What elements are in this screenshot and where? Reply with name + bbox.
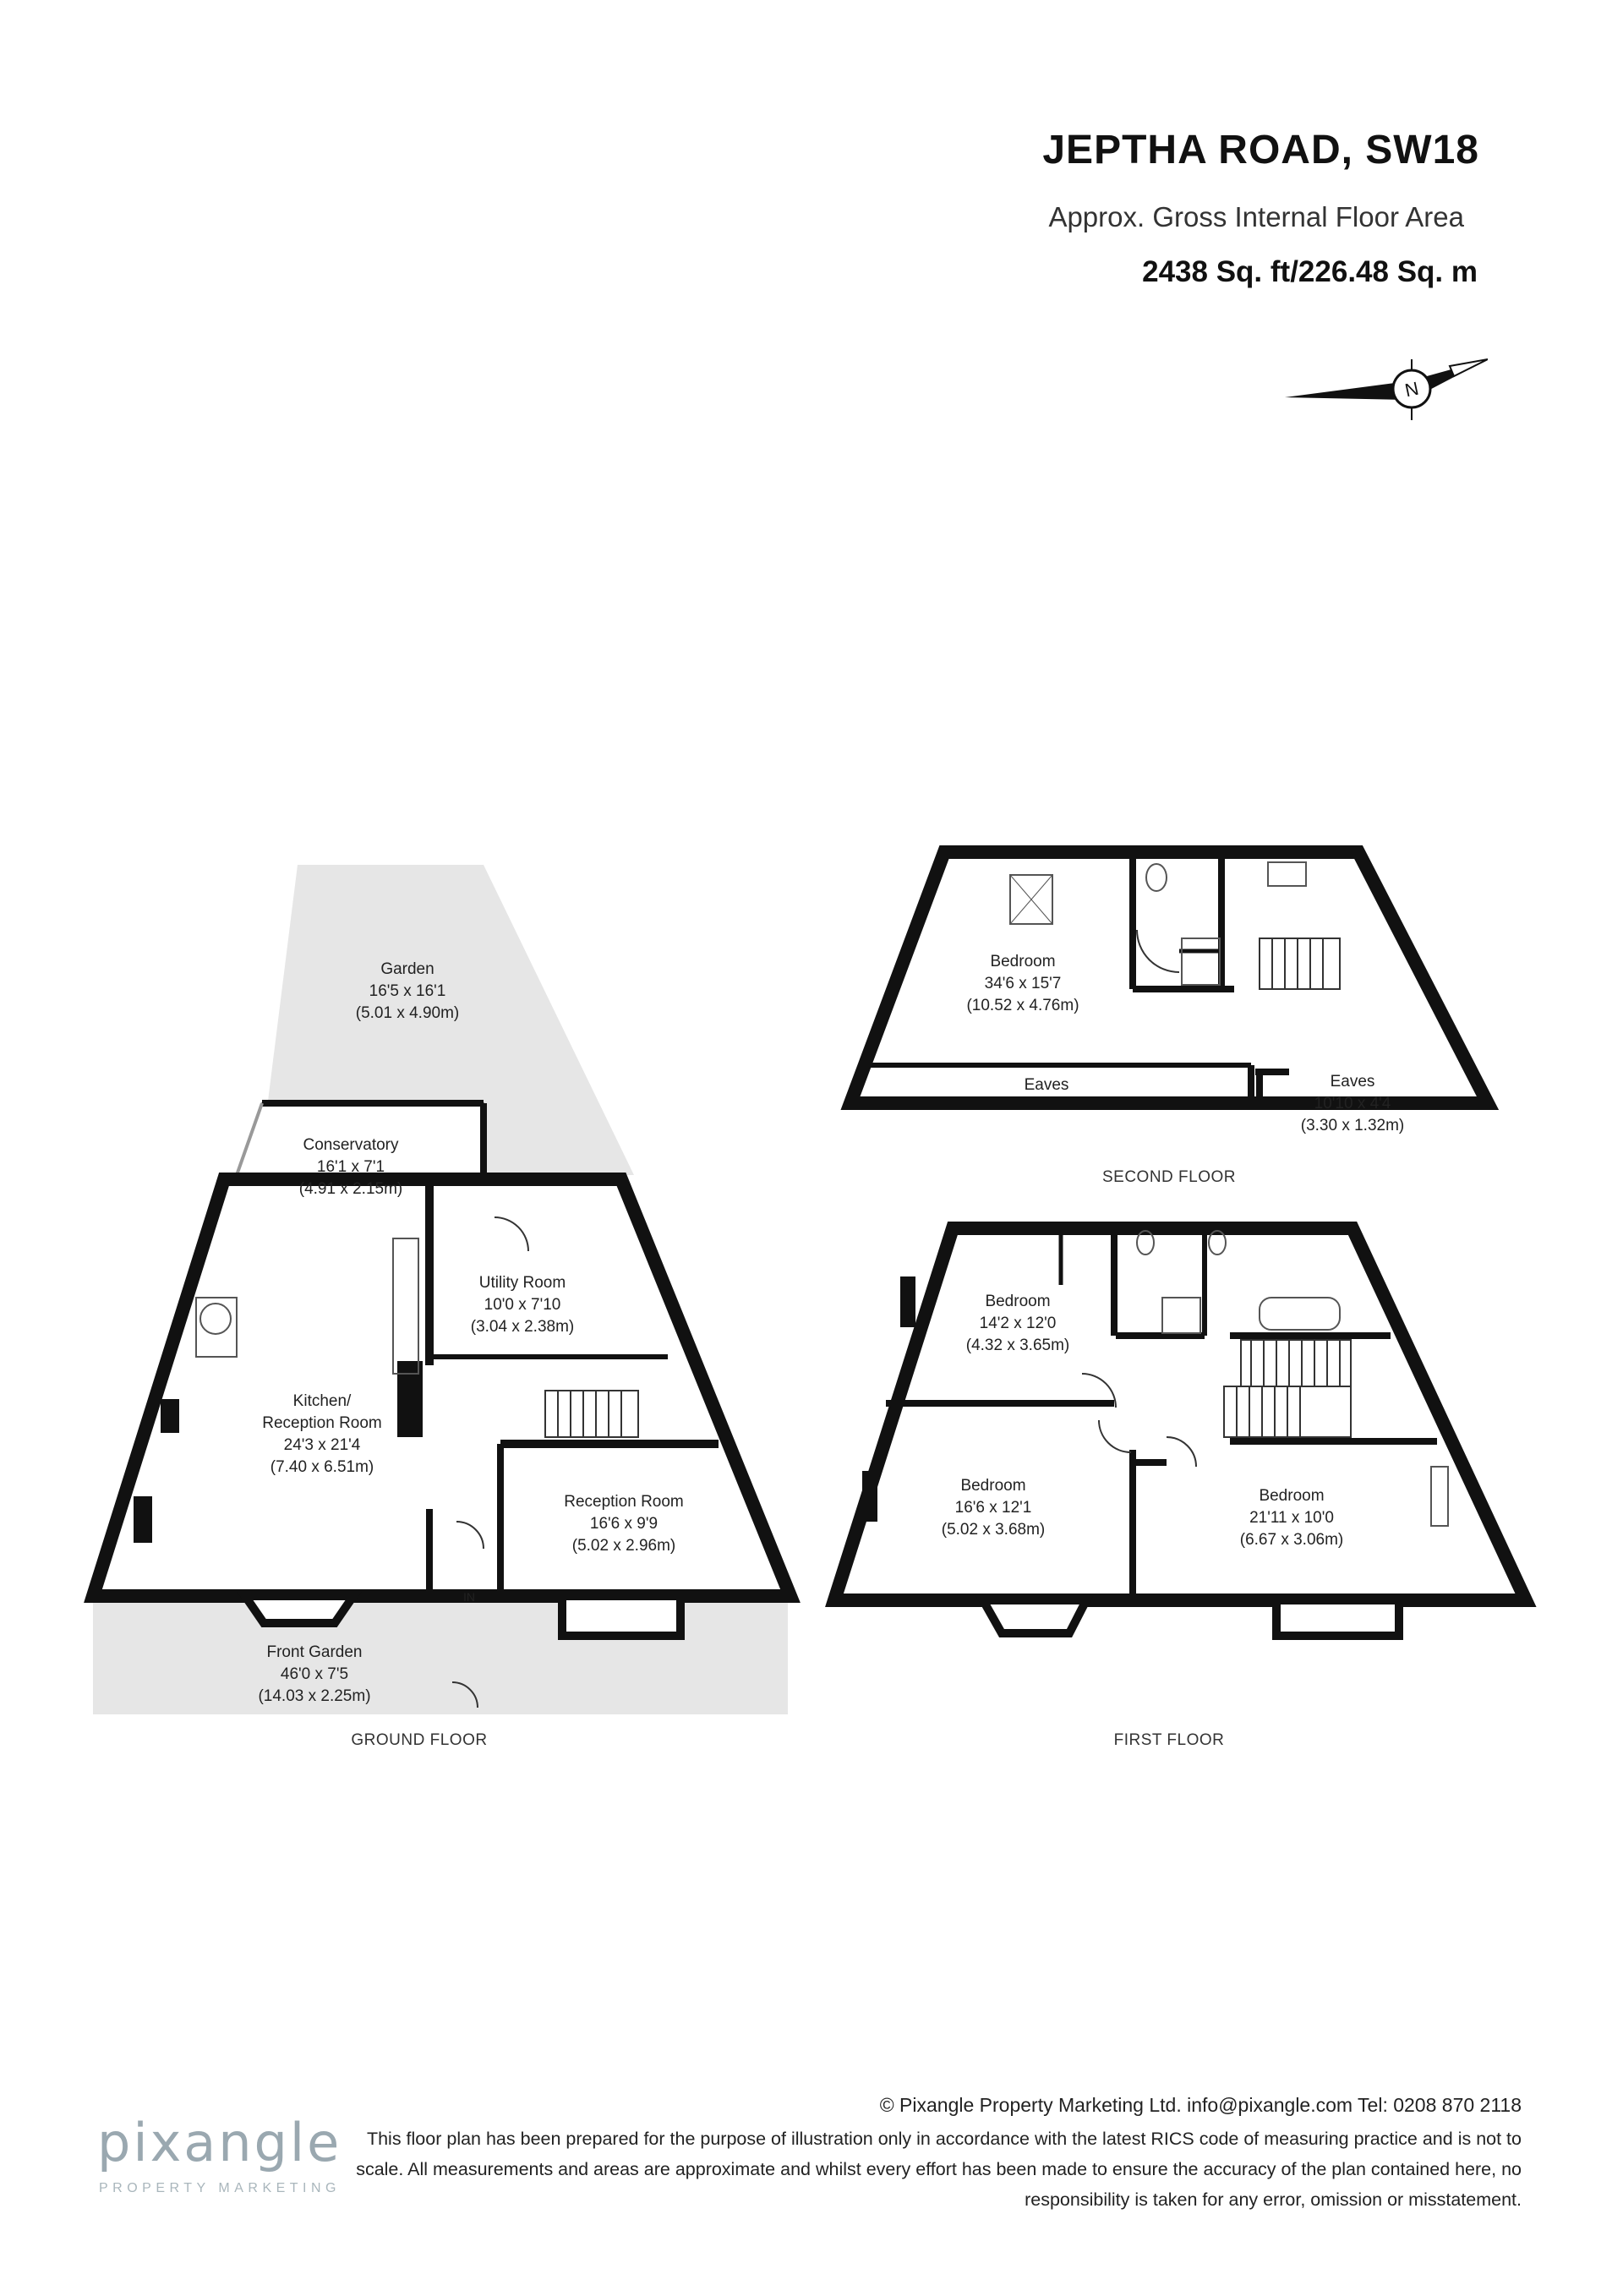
kitchen-metric: (7.40 x 6.51m) [270,1458,374,1476]
second-floor-label: SECOND FLOOR [1102,1168,1236,1186]
first-bedroom-1-imperial: 14'2 x 12'0 [980,1315,1057,1332]
eaves-right-metric: (3.30 x 1.32m) [1301,1117,1405,1134]
first-floor-walls [825,1222,1537,1607]
first-bedroom-2-imperial: 16'6 x 12'1 [955,1499,1032,1517]
front-garden-imperial: 46'0 x 7'5 [281,1665,348,1683]
ground-floor-walls [84,1173,801,1603]
utility-room-imperial: 10'0 x 7'10 [484,1296,561,1314]
front-garden-metric: (14.03 x 2.25m) [258,1687,370,1705]
utility-room-label: Utility Room [479,1274,566,1292]
garden-label: Garden [380,960,434,978]
reception-room-metric: (5.02 x 2.96m) [572,1537,676,1555]
conservatory-label: Conservatory [303,1136,399,1154]
second-bedroom-label: Bedroom [990,953,1055,970]
front-garden-label: Front Garden [267,1643,363,1661]
conservatory-metric: (4.91 x 2.15m) [299,1180,403,1198]
first-bedroom-2-label: Bedroom [960,1477,1025,1495]
second-bedroom-imperial: 34'6 x 15'7 [985,975,1062,992]
compass-letter: N [1403,378,1421,402]
north-arrow-icon: N [1285,358,1488,420]
second-floor-plan: Bedroom 34'6 x 15'7 (10.52 x 4.76m) Eave… [840,845,1500,1186]
entrance-label: IN [463,1590,475,1604]
first-bedroom-3-imperial: 21'11 x 10'0 [1249,1509,1334,1527]
second-bedroom-metric: (10.52 x 4.76m) [966,997,1079,1014]
first-bedroom-3-metric: (6.67 x 3.06m) [1240,1531,1344,1549]
pixangle-logo-subtitle: PROPERTY MARKETING [99,2181,341,2195]
reception-room-label: Reception Room [564,1493,684,1511]
ground-floor-plan: Garden 16'5 x 16'1 (5.01 x 4.90m) Conser… [84,865,801,1749]
garden-imperial: 16'5 x 16'1 [369,982,446,1000]
area-label: Approx. Gross Internal Floor Area [1048,201,1464,232]
first-bedroom-2-metric: (5.02 x 3.68m) [942,1521,1046,1539]
disclaimer-text: This floor plan has been prepared for th… [356,2129,1522,2210]
copyright-text: © Pixangle Property Marketing Ltd. info@… [879,2094,1522,2116]
kitchen-label-line2: Reception Room [262,1414,382,1432]
first-bedroom-1-label: Bedroom [985,1293,1050,1310]
area-value: 2438 Sq. ft/226.48 Sq. m [1142,255,1478,288]
first-floor-plan: Bedroom 14'2 x 12'0 (4.32 x 3.65m) Bedro… [825,1222,1537,1749]
utility-room-metric: (3.04 x 2.38m) [471,1318,575,1336]
property-title: JEPTHA ROAD, SW18 [1042,128,1479,172]
pixangle-logo: pixangle [97,2112,342,2173]
ground-floor-label: GROUND FLOOR [351,1731,487,1749]
eaves-right-imperial: 10'10 x 4'4 [1314,1095,1391,1112]
kitchen-imperial: 24'3 x 21'4 [284,1436,361,1454]
kitchen-label-line1: Kitchen/ [293,1392,352,1410]
garden-metric: (5.01 x 4.90m) [356,1004,460,1022]
garden-area [259,865,634,1175]
reception-room-imperial: 16'6 x 9'9 [590,1515,658,1533]
eaves-right-label: Eaves [1331,1073,1375,1091]
eaves-left-label: Eaves [1025,1076,1069,1094]
first-bedroom-3-label: Bedroom [1259,1487,1324,1505]
first-floor-label: FIRST FLOOR [1114,1731,1225,1749]
conservatory-imperial: 16'1 x 7'1 [317,1158,385,1176]
first-bedroom-1-metric: (4.32 x 3.65m) [966,1337,1070,1354]
